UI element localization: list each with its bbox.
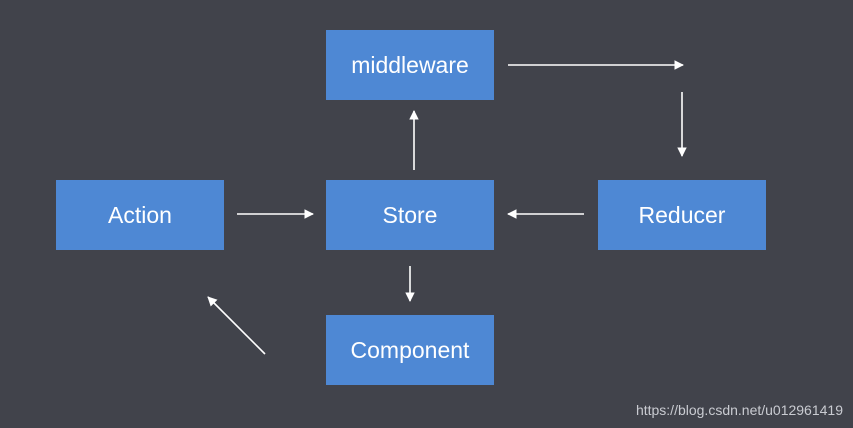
reducer-label: Reducer bbox=[638, 201, 726, 228]
watermark-text: https://blog.csdn.net/u012961419 bbox=[635, 402, 843, 418]
store-node: Store bbox=[326, 180, 494, 250]
arrow-component-to-action bbox=[207, 296, 266, 355]
component-label: Component bbox=[350, 336, 470, 363]
action-node: Action bbox=[56, 180, 224, 250]
middleware-label: middleware bbox=[351, 51, 469, 78]
action-label: Action bbox=[108, 201, 172, 228]
store-label: Store bbox=[382, 201, 438, 228]
reducer-node: Reducer bbox=[598, 180, 766, 250]
component-node: Component bbox=[326, 315, 494, 385]
middleware-node: middleware bbox=[326, 30, 494, 100]
